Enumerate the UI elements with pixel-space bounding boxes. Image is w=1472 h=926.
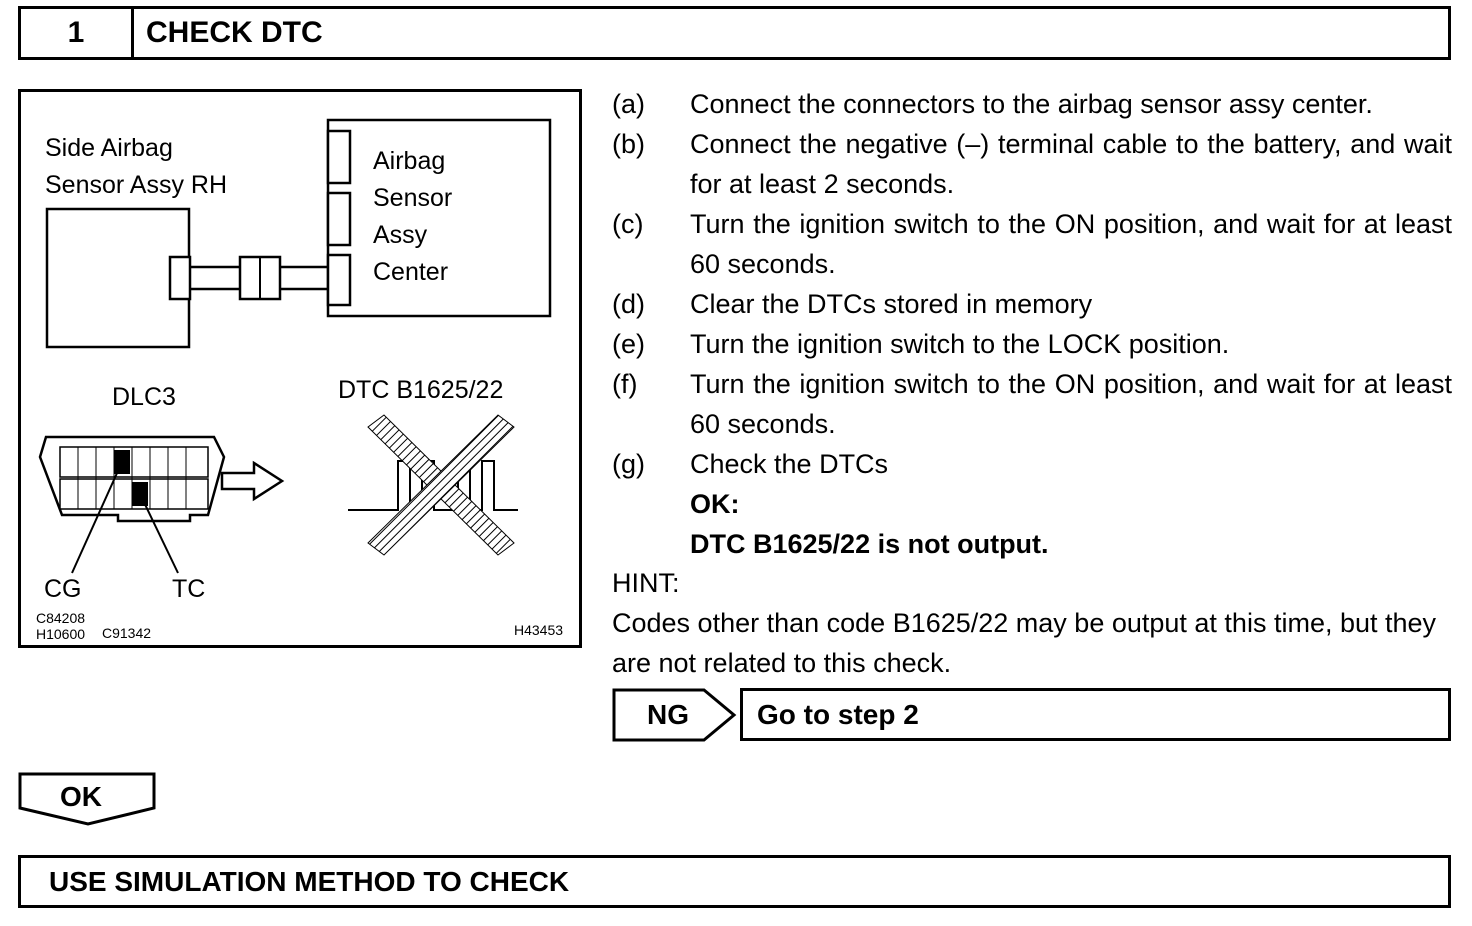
center-label-1: Airbag (373, 147, 445, 175)
dtc-label: DTC B1625/22 (338, 376, 503, 404)
center-label-2: Sensor (373, 184, 452, 212)
hint-title: HINT: (612, 568, 680, 598)
step-d: (d)Clear the DTCs stored in memory (612, 289, 1093, 319)
center-sensor-box (326, 118, 552, 318)
ng-button[interactable]: NG (612, 688, 738, 747)
side-sensor-label-2: Sensor Assy RH (45, 171, 227, 199)
step-c: (c)Turn the ignition switch to the ON po… (612, 209, 1452, 279)
center-label-4: Center (373, 258, 448, 286)
figure-code-1: C84208 (36, 610, 85, 626)
dlc3-label: DLC3 (112, 383, 176, 411)
goto-step-link[interactable]: Go to step 2 (740, 688, 1451, 741)
figure-code-3: C91342 (102, 625, 151, 641)
ng-label: NG (647, 699, 689, 730)
center-label-3: Assy (373, 221, 428, 249)
step-title: CHECK DTC (131, 6, 1451, 60)
procedure-steps: (a)Connect the connectors to the airbag … (612, 84, 1452, 564)
tc-label: TC (172, 575, 205, 603)
step-b: (b)Connect the negative (–) terminal cab… (612, 129, 1452, 199)
side-sensor-label-1: Side Airbag (45, 134, 173, 162)
next-step-title: USE SIMULATION METHOD TO CHECK (18, 855, 1451, 908)
step-g: (g)Check the DTCs (612, 449, 889, 479)
step-number: 1 (18, 6, 134, 60)
cg-label: CG (44, 575, 82, 603)
hint-block: HINT: Codes other than code B1625/22 may… (612, 563, 1454, 683)
connection-diagram: Side Airbag Sensor Assy RH Airbag Sensor… (18, 89, 582, 648)
step-a: (a)Connect the connectors to the airbag … (612, 89, 1373, 119)
ok-result-label: OK: (690, 489, 740, 519)
arrow-icon (220, 460, 285, 502)
step-f: (f)Turn the ignition switch to the ON po… (612, 369, 1452, 439)
ok-label: OK (60, 781, 102, 812)
ok-result-text: DTC B1625/22 is not output. (690, 529, 1049, 559)
hint-text: Codes other than code B1625/22 may be ou… (612, 608, 1437, 678)
figure-code-2: H10600 (36, 626, 85, 642)
side-sensor-box (45, 207, 191, 349)
step-e: (e)Turn the ignition switch to the LOCK … (612, 329, 1230, 359)
ok-button[interactable]: OK (18, 772, 156, 831)
figure-code-4: H43453 (514, 622, 563, 638)
